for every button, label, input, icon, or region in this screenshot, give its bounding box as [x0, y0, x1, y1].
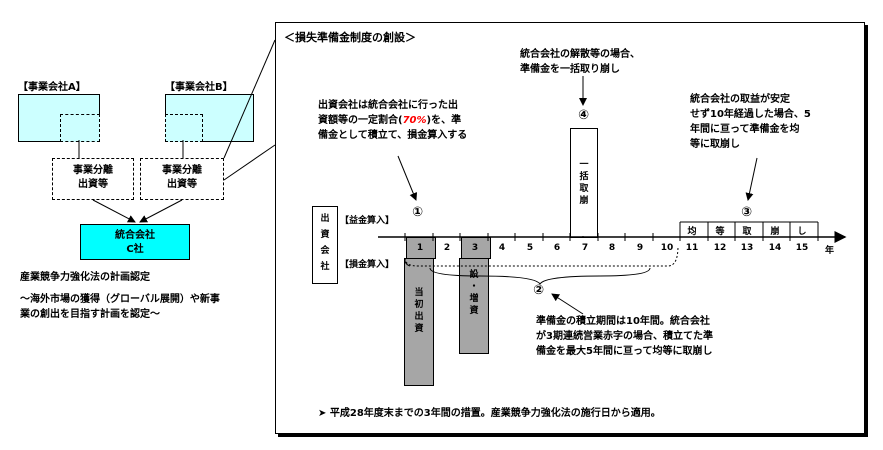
- note2-line1: 準備金の積立期間は10年間。統合会社: [536, 316, 710, 327]
- lump-sum-reversal-box: 一 括 取 崩: [570, 128, 598, 238]
- split-box-b: 事業分離 出資等: [140, 158, 224, 200]
- year-12: 12: [713, 243, 727, 253]
- bar-lump-c4: 崩: [579, 196, 589, 206]
- split-a-line2: 出資等: [78, 179, 108, 190]
- initial-investment-bar: 当 初 出 資: [404, 258, 434, 386]
- arrow-split-b-to-merged: [139, 199, 183, 223]
- year-9: 9: [636, 243, 644, 253]
- year-6: 6: [553, 243, 561, 253]
- bar-initial-c4: 資: [414, 324, 424, 334]
- plan-note: ～海外市場の獲得（グローバル展開）や新事 業の創出を目指す計画を認定～: [20, 292, 220, 322]
- marker-3: ③: [741, 205, 753, 220]
- bar-expand-c2: ・: [469, 282, 479, 292]
- note2-line2: が3期連続営業赤字の場合、積立てた準: [536, 331, 713, 342]
- note1-highlight: 70%: [402, 115, 427, 126]
- ten-year-brace: [429, 267, 651, 285]
- upper-cell-14: 崩: [770, 227, 780, 237]
- company-a-split-area: [60, 114, 100, 142]
- upper-cell-12: 等: [715, 227, 725, 237]
- note4-line1: 統合会社の解散等の場合、: [520, 49, 640, 60]
- merged-company-box: 統合会社 C社: [80, 224, 190, 260]
- merged-line2: C社: [126, 244, 144, 255]
- capital-increase-bar: 設 ・ 増 資: [459, 258, 489, 354]
- note1-line2b: )を、準: [426, 115, 462, 126]
- arrow-to-marker-3: [745, 157, 758, 201]
- split-b-line1: 事業分離: [162, 165, 202, 176]
- note-reserve-period: 準備金の積立期間は10年間。統合会社 が3期連続営業赤字の場合、積立てた準 備金…: [536, 314, 713, 359]
- bar-initial-c3: 出: [414, 312, 424, 322]
- year-2: 2: [443, 243, 451, 253]
- year-7: 7: [581, 243, 589, 253]
- arrow-split-a-to-merged: [92, 199, 136, 223]
- company-b-label: 【事業会社B】: [165, 82, 233, 93]
- note2-line3: 備金を最大5年間に亘って均等に取崩し: [536, 346, 713, 357]
- split-b-line2: 出資等: [167, 179, 197, 190]
- upper-cell-15: し: [797, 227, 807, 237]
- year-unit: 年: [825, 246, 835, 256]
- year-13: 13: [740, 243, 754, 253]
- plan-note-line1: ～海外市場の獲得（グローバル展開）や新事: [20, 294, 220, 305]
- marker-2: ②: [533, 283, 545, 298]
- arrow-to-marker-2: [551, 293, 584, 315]
- bar-lump-c2: 括: [579, 172, 589, 182]
- year-3: 3: [471, 243, 479, 253]
- note-unstable-profit: 統合会社の取益が安定 せず10年経過した場合、5 年間に亘って準備金を均 等に取…: [690, 92, 811, 152]
- company-a-label: 【事業会社A】: [18, 82, 86, 93]
- year-14: 14: [768, 243, 782, 253]
- split-box-a: 事業分離 出資等: [52, 158, 134, 200]
- investor-char4: 社: [320, 262, 330, 272]
- bar-lump-c1: 一: [579, 160, 589, 170]
- reserve-period-curve: [404, 245, 679, 267]
- note1-line2a: 資額等の一定割合(: [318, 115, 403, 126]
- upper-cell-13: 取: [742, 227, 752, 237]
- arrow-to-marker-1: [397, 155, 418, 201]
- year-11: 11: [685, 243, 699, 253]
- note4-line2: 準備金を一括取り崩し: [520, 64, 620, 75]
- note3-line1: 統合会社の取益が安定: [690, 94, 790, 105]
- investor-char2: 資: [320, 230, 330, 240]
- note3-line2: せず10年経過した場合、5: [690, 109, 811, 120]
- year-4: 4: [498, 243, 506, 253]
- investor-company-box: 出 資 会 社: [312, 206, 338, 284]
- plan-note-line2: 業の創出を目指す計画を認定～: [20, 309, 160, 320]
- plan-title: 産業競争力強化法の計画認定: [20, 272, 150, 283]
- bar-expand-c3: 増: [469, 294, 479, 304]
- company-b-split-area: [165, 114, 203, 142]
- callout-line-upper: [223, 39, 276, 159]
- row-upper-label: 【益金算入】: [340, 216, 395, 226]
- bar-lump-c3: 取: [579, 184, 589, 194]
- upper-cell-11: 均: [687, 227, 697, 237]
- split-a-line1: 事業分離: [73, 165, 113, 176]
- bar-expand-c4: 資: [469, 306, 479, 316]
- bar-expand-c1: 設: [469, 270, 479, 280]
- year-8: 8: [608, 243, 616, 253]
- note-investor-reserve: 出資会社は統合会社に行った出 資額等の一定割合(70%)を、準 備金として積立て…: [318, 98, 467, 143]
- merged-line1: 統合会社: [115, 230, 155, 241]
- marker-4: ④: [578, 108, 590, 123]
- year-1: 1: [416, 243, 424, 253]
- year-15: 15: [795, 243, 809, 253]
- note1-line1: 出資会社は統合会社に行った出: [318, 100, 458, 111]
- bar-initial-c1: 当: [414, 288, 424, 298]
- note3-line3: 年間に亘って準備金を均: [690, 124, 800, 135]
- note-dissolution: 統合会社の解散等の場合、 準備金を一括取り崩し: [520, 47, 640, 77]
- footer-note: ➤ 平成28年度末までの3年間の措置。産業競争力強化法の施行日から適用。: [318, 408, 661, 419]
- panel-title: ＜損失準備金制度の創設＞: [284, 31, 416, 44]
- marker-1: ①: [412, 205, 424, 220]
- note3-line4: 等に取崩し: [690, 139, 740, 150]
- investor-char3: 会: [320, 246, 330, 256]
- investor-char1: 出: [320, 214, 330, 224]
- year-10: 10: [660, 243, 674, 253]
- note1-line3: 備金として積立て、損金算入する: [318, 130, 468, 141]
- callout-line-lower: [223, 144, 276, 181]
- row-lower-label: 【損金算入】: [340, 260, 395, 270]
- bar-initial-c2: 初: [414, 300, 424, 310]
- year-5: 5: [526, 243, 534, 253]
